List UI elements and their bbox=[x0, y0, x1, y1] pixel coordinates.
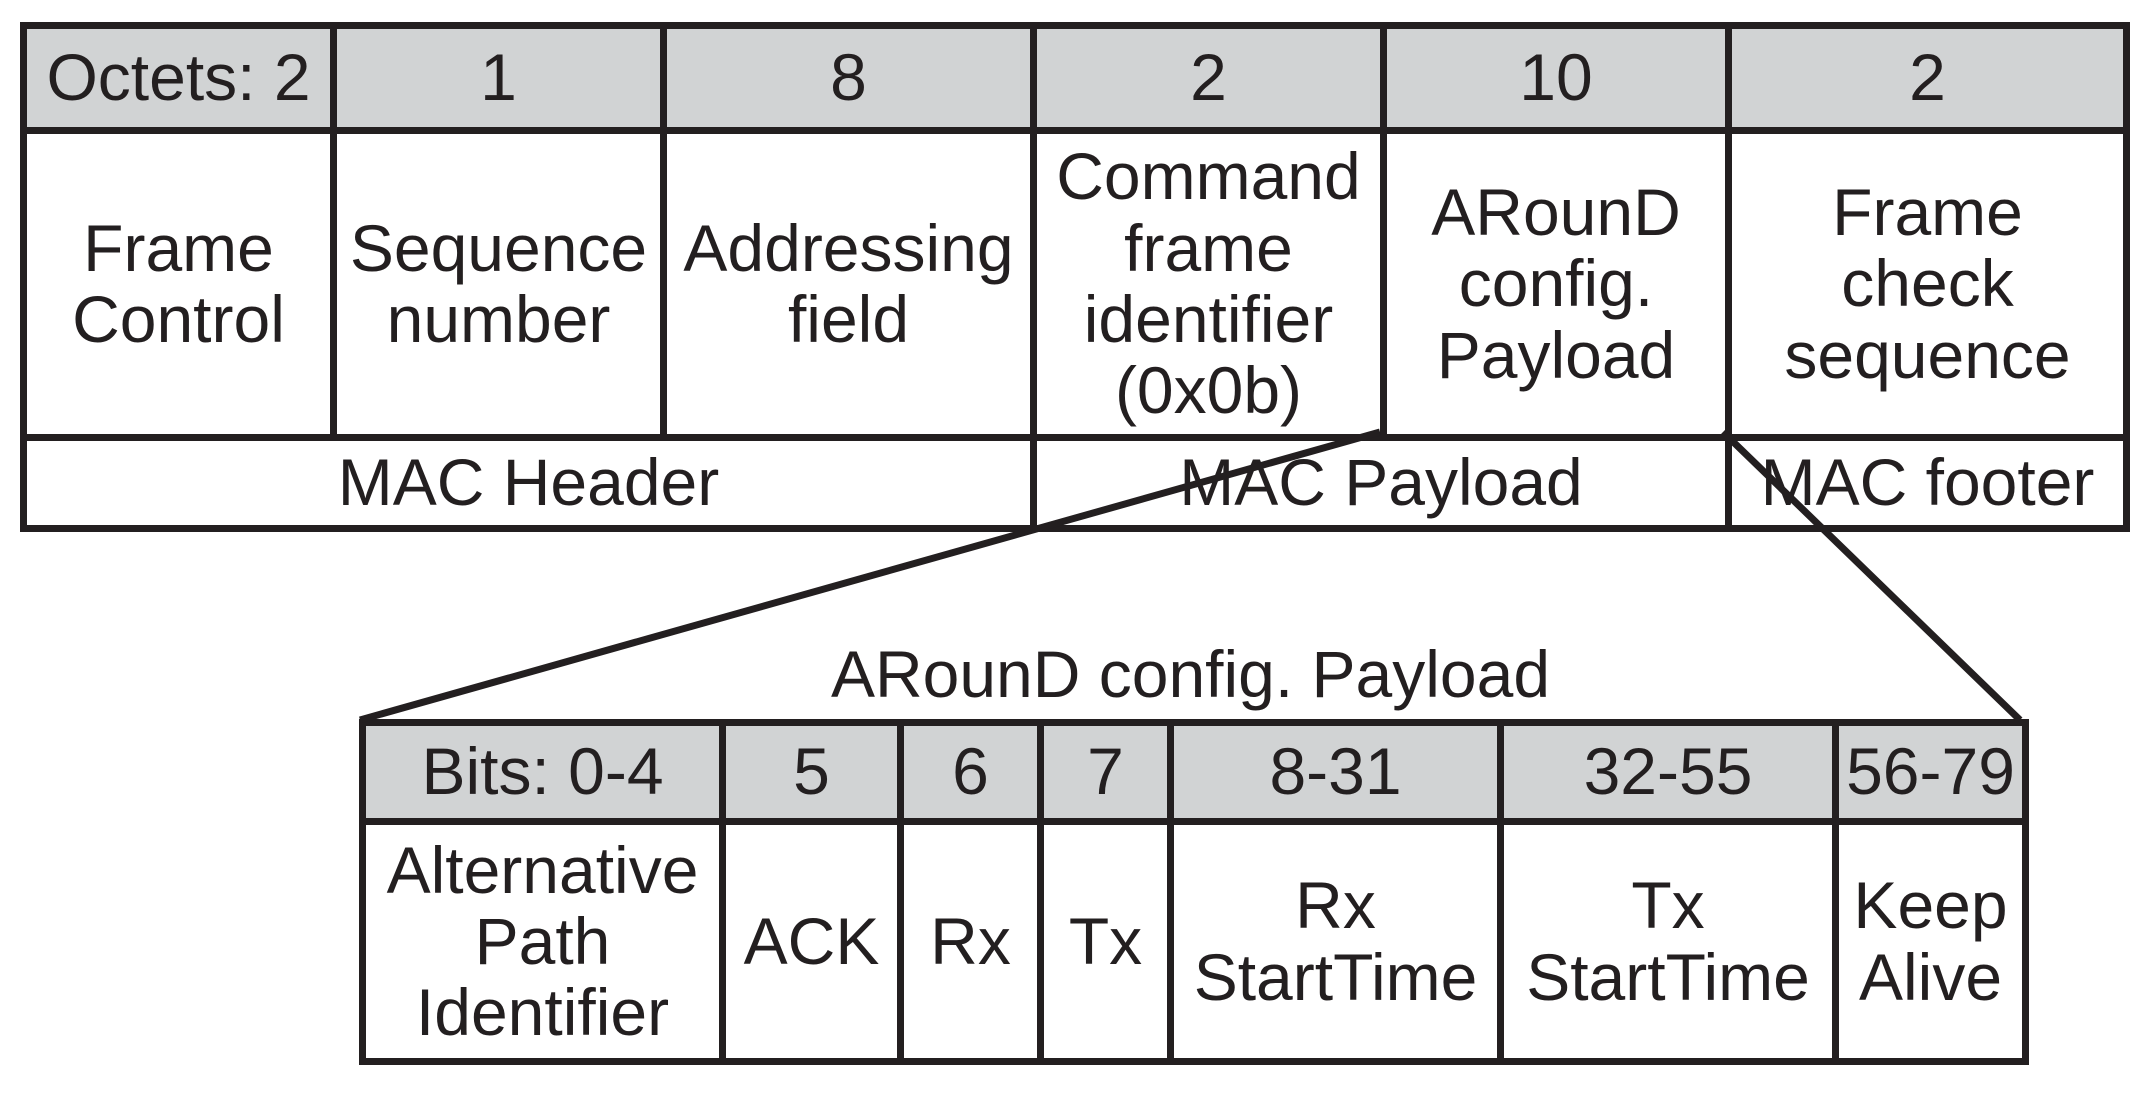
payload-fields-row: Alternative Path Identifier ACK Rx Tx Rx… bbox=[359, 818, 2029, 1065]
field-sequence-number: Sequence number bbox=[330, 127, 667, 441]
bits-cell: 32-55 bbox=[1497, 719, 1839, 825]
mac-payload-section: MAC Payload bbox=[1030, 434, 1732, 532]
mac-header-section: MAC Header bbox=[20, 434, 1037, 532]
field-tx-starttime: Tx StartTime bbox=[1497, 818, 1839, 1065]
around-payload-table: Bits: 0-4 5 6 7 8-31 32-55 56-79 Alterna… bbox=[359, 719, 2029, 1065]
field-frame-check-sequence: Frame check sequence bbox=[1725, 127, 2130, 441]
fields-row: Frame Control Sequence number Addressing… bbox=[20, 127, 2130, 441]
field-command-frame-identifier: Command frame identifier (0x0b) bbox=[1030, 127, 1387, 441]
octets-cell: 2 bbox=[1030, 22, 1387, 134]
bits-cell: Bits: 0-4 bbox=[359, 719, 726, 825]
bits-cell: 56-79 bbox=[1832, 719, 2029, 825]
field-keep-alive: Keep Alive bbox=[1832, 818, 2029, 1065]
payload-title: ARounD config. Payload bbox=[830, 637, 1551, 711]
bits-row: Bits: 0-4 5 6 7 8-31 32-55 56-79 bbox=[359, 719, 2029, 825]
octets-cell: 1 bbox=[330, 22, 667, 134]
octets-cell: 10 bbox=[1380, 22, 1732, 134]
mac-frame-table: Octets: 2 1 8 2 10 2 Frame Control Seque… bbox=[20, 22, 2130, 532]
field-frame-control: Frame Control bbox=[20, 127, 337, 441]
octets-row: Octets: 2 1 8 2 10 2 bbox=[20, 22, 2130, 134]
field-addressing: Addressing field bbox=[660, 127, 1037, 441]
field-around-config-payload: ARounD config. Payload bbox=[1380, 127, 1732, 441]
field-ack: ACK bbox=[719, 818, 904, 1065]
bits-cell: 6 bbox=[897, 719, 1044, 825]
sections-row: MAC Header MAC Payload MAC footer bbox=[20, 434, 2130, 532]
field-rx: Rx bbox=[897, 818, 1044, 1065]
field-tx: Tx bbox=[1037, 818, 1174, 1065]
octets-cell: 2 bbox=[1725, 22, 2130, 134]
octets-cell: 8 bbox=[660, 22, 1037, 134]
octets-cell: Octets: 2 bbox=[20, 22, 337, 134]
bits-cell: 7 bbox=[1037, 719, 1174, 825]
bits-cell: 8-31 bbox=[1167, 719, 1504, 825]
field-rx-starttime: Rx StartTime bbox=[1167, 818, 1504, 1065]
bits-cell: 5 bbox=[719, 719, 904, 825]
mac-footer-section: MAC footer bbox=[1725, 434, 2130, 532]
field-alternative-path-identifier: Alternative Path Identifier bbox=[359, 818, 726, 1065]
